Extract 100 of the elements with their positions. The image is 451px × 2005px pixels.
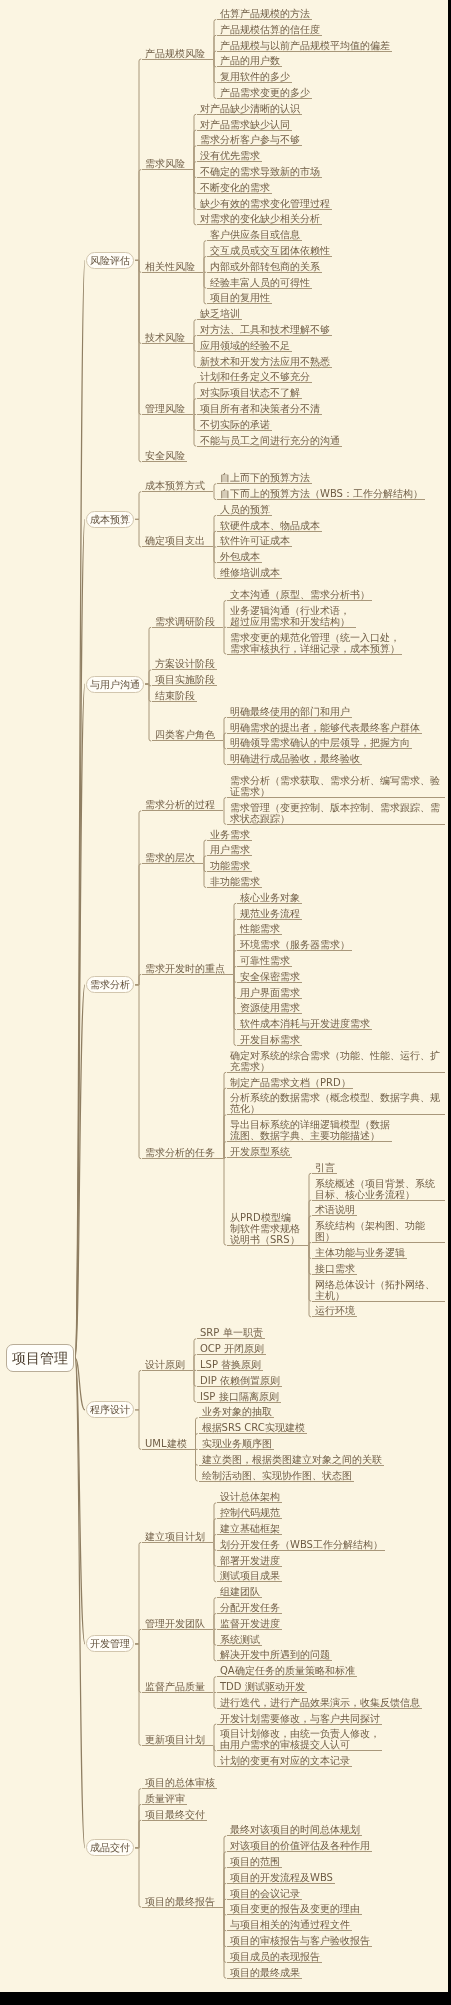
subtopic-label: 项目的会议记录: [227, 1887, 302, 1900]
branch-line: [193, 1369, 197, 1403]
subtopic-label: 系统概述（项目背景、系统目标、核心业务流程）: [312, 1177, 445, 1201]
subtopic-label: 需求管理（变更控制、版本控制、需求跟踪、需求状态跟踪）: [227, 801, 445, 825]
subtopic-label: 根据SRS CRC实现建模: [198, 1422, 307, 1435]
branch-line: [213, 546, 217, 548]
subtopic-label: 没有优先需求: [197, 150, 262, 163]
branch-line: [203, 271, 207, 273]
subtopic-label: 项目成员的表现报告: [227, 1950, 322, 1963]
subtopic-label: 制定产品需求文档（PRD）: [227, 1076, 353, 1089]
subtopic-label: 业务对象的抽取: [198, 1406, 274, 1419]
subtopic-label: 系统结构（架构图、功能图）: [312, 1220, 445, 1244]
subtopic-label: 环境需求（服务器需求）: [237, 939, 352, 952]
branch-line: [193, 1354, 197, 1371]
branch-line: [193, 414, 197, 415]
subtopic-label: 分析系统的数据需求（概念模型、数据字典、规范化）: [227, 1092, 445, 1116]
subtopic-label: 更新项目计划: [142, 1733, 213, 1746]
subtopic-label: 项目最终交付: [142, 1808, 207, 1821]
subtopic-label: 产品需求变更的多少: [217, 87, 312, 99]
topic-box: 程序设计: [86, 1401, 134, 1419]
topic-box: 风险评估: [86, 251, 134, 269]
subtopic-label: 接口需求: [312, 1262, 357, 1275]
subtopic-label: DIP 依赖倒置原则: [197, 1374, 282, 1387]
branch-line: [233, 973, 237, 1046]
subtopic-label: 需求分析的任务: [142, 1147, 223, 1160]
branch-line: [223, 1906, 227, 1979]
branch-line: [203, 855, 207, 865]
subtopic-label: 估算产品规模的方法: [217, 8, 312, 20]
subtopic-label: 解决开发中所遇到的问题: [217, 1649, 332, 1662]
branch-line: [213, 491, 217, 501]
topic-box: 开发管理: [86, 1635, 134, 1653]
subtopic-label: 技术风险: [142, 331, 193, 344]
branch-line: [193, 335, 197, 344]
subtopic-label: 监督产品质量: [142, 1681, 213, 1693]
subtopic-label: 需求风险: [142, 158, 193, 171]
subtopic-label: 四类客户角色: [152, 729, 223, 742]
subtopic-label: 项目变更的报告及变更的理由: [227, 1903, 362, 1916]
subtopic-label: 控制代码规范: [217, 1507, 282, 1520]
branch-line: [213, 1692, 217, 1709]
subtopic-label: 绘制活动图、实现协作图、状态图: [198, 1469, 354, 1482]
subtopic-label: 不确定的需求导致新的市场: [197, 166, 322, 178]
subtopic-label: 对实际项目状态不了解: [197, 387, 302, 400]
subtopic-label: 最终对该项目的时间总体规划: [227, 1824, 362, 1837]
subtopic-label: 需求分析的过程: [142, 799, 223, 812]
subtopic-label: 业务逻辑沟通（行业术语，超过应用需求和开发结构）: [227, 604, 356, 628]
subtopic-label: 需求分析（需求获取、需求分析、编写需求、验证需求）: [227, 775, 445, 799]
subtopic-label: 明确进行成品验收，最终验收: [227, 753, 362, 766]
subtopic-label: 与项目相关的沟通过程文件: [227, 1919, 352, 1932]
branch-line: [203, 271, 207, 305]
subtopic-label: 需求的层次: [142, 852, 203, 865]
branch-line: [134, 984, 142, 1160]
branch-line: [223, 600, 227, 628]
subtopic-label: 对产品缺少清晰的认识: [197, 102, 302, 115]
subtopic-label: 明确需求的提出者，能够代表最终客户群体: [227, 721, 422, 734]
branch-line: [223, 1158, 227, 1246]
subtopic-label: 项目的最终成果: [227, 1966, 302, 1979]
branch-line: [195, 1433, 199, 1450]
branch-line: [223, 1141, 227, 1160]
subtopic-label: 网络总体设计（拓扑网络、主机）: [312, 1278, 445, 1302]
subtopic-label: 引言: [312, 1161, 337, 1174]
topic-box: 与用户沟通: [86, 675, 144, 693]
branch-line: [223, 626, 227, 655]
subtopic-label: 项目的复用性: [207, 292, 272, 305]
subtopic-label: 开发目标需求: [237, 1034, 302, 1047]
subtopic-label: 可靠性需求: [237, 955, 292, 968]
subtopic-label: 测试项目成果: [217, 1570, 282, 1583]
subtopic-label: 需求分析客户参与不够: [197, 134, 302, 147]
branch-line: [134, 518, 142, 548]
subtopic-label: 划分开发任务（WBS工作分解结构）: [217, 1538, 385, 1551]
subtopic-label: 产品规模估算的信任度: [217, 23, 322, 36]
subtopic-label: 性能需求: [237, 923, 282, 936]
subtopic-label: OCP 开闭原则: [197, 1343, 267, 1356]
subtopic-label: 自上而下的预算方法: [217, 472, 312, 485]
subtopic-label: 业务需求: [207, 828, 252, 841]
subtopic-label: 开发计划需要修改，与客户共同探讨: [217, 1712, 382, 1725]
branch-line: [134, 1847, 142, 1908]
subtopic-label: 项目实施阶段: [152, 674, 217, 687]
branch-line: [195, 1448, 199, 1482]
subtopic-label: TDD 测试驱动开发: [217, 1681, 307, 1693]
branch-line: [223, 1157, 227, 1160]
subtopic-label: 自下而上的预算方法（WBS：工作分解结构）: [217, 488, 425, 501]
subtopic-label: 项目的开发流程及WBS: [227, 1871, 335, 1884]
subtopic-label: 对方法、工具和技术理解不够: [197, 324, 332, 336]
branch-line: [233, 966, 237, 975]
branch-line: [193, 1369, 197, 1371]
subtopic-label: 项目的范围: [227, 1856, 282, 1869]
subtopic-label: 对产品需求缺少认同: [197, 118, 292, 131]
subtopic-label: 相关性风险: [142, 260, 203, 273]
branch-line: [308, 1244, 312, 1318]
subtopic-label: 经验丰富人员的可得性: [207, 276, 312, 289]
subtopic-label: 明确最终使用的部门和用户: [227, 705, 352, 718]
subtopic-label: 新技术和开发方法应用不熟悉: [197, 355, 332, 368]
branch-line: [213, 1628, 217, 1662]
branch-line: [203, 256, 207, 273]
root-topic-box: 项目管理: [6, 1344, 74, 1372]
subtopic-label: 产品规模与以前产品规模平均值的偏差: [217, 39, 392, 52]
subtopic-label: 对该项目的价值评估及各种作用: [227, 1840, 372, 1853]
subtopic-label: 客户供应条目或信息: [207, 229, 302, 242]
branch-line: [213, 1676, 217, 1693]
subtopic-label: 建立类图，根据类图建立对象之间的关联: [198, 1453, 384, 1466]
